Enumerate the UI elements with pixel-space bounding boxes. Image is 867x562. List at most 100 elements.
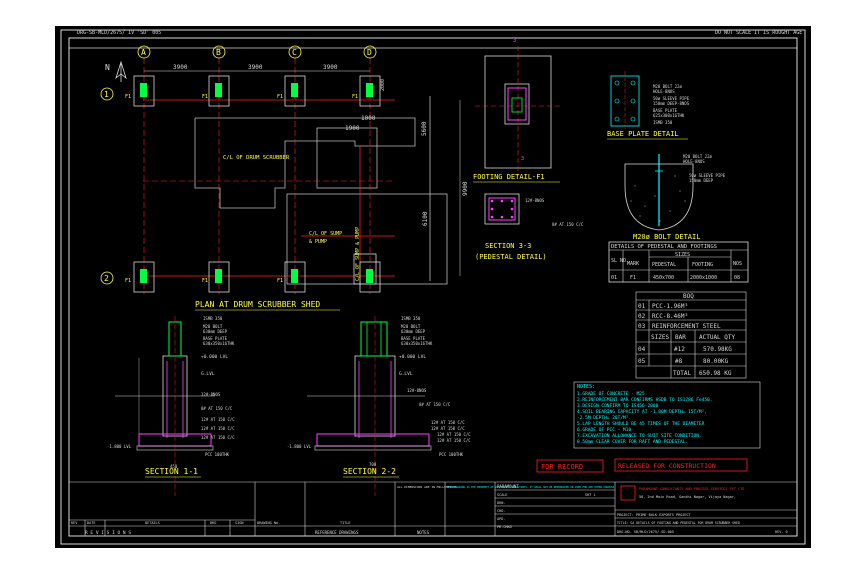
section-3-3: 12#-8NOS 8# AT 150 C/C SECTION 3-3 (PEDE… <box>475 193 584 261</box>
pedestal-h-footing: FOOTING <box>692 262 713 268</box>
s11-label: 8# AT 150 C/C <box>201 406 233 411</box>
tb-role: DRN. <box>497 501 505 505</box>
plan-view: A B C D 1 2 N F1 F1 F1 F1 F1 F1 F1 <box>100 45 469 311</box>
boq-cell: 02 <box>638 313 646 320</box>
s22-label: 12# AT 150 C/C <box>437 432 471 437</box>
boq-cell: 03 <box>638 323 646 330</box>
pedestal-h-mark: MARK <box>627 261 639 267</box>
pedestal-cell: F1 <box>630 275 636 281</box>
boq-total-label: TOTAL <box>673 370 691 377</box>
footing-tag: F1 <box>125 278 131 284</box>
label-sump-vertical: C/L OF SUMP & PUMP <box>355 227 361 281</box>
boq-cell: #12 <box>674 346 685 353</box>
bp-label: 625x300x16THK <box>653 113 685 118</box>
s11-label: M20 BOLT <box>203 324 223 329</box>
s11-label: 12# AT 150 C/C <box>201 435 235 440</box>
s11-label: 630mm DEEP <box>203 329 228 334</box>
bolt-detail: M20 BOLT 22ø HOLE-8NOS 50ø SLEEVE PIPE 1… <box>624 154 726 243</box>
s22-label: 12#-8NOS <box>407 388 427 393</box>
tb-ref-col: DRAWING No. <box>257 521 280 525</box>
section-2-2-title: SECTION 2-2 <box>343 467 396 476</box>
s22-label: 12# AT 150 C/C <box>431 420 465 425</box>
tb-role: CHD. <box>497 509 505 513</box>
dim-5600: 5600 <box>421 121 428 136</box>
tb-warning: THIS DRAWING IS THE PROPERTY OF PARAMOUN… <box>447 485 616 489</box>
cad-drawing-viewport[interactable]: DRG-SB-MLD/2675/ IV 'SD' 005 DO NOT SCAL… <box>55 26 811 548</box>
bolt-label: HOLE-8NOS <box>683 159 705 164</box>
tb-project: PROJECT: PRIME BULK EXPORTS PROJECT <box>617 513 692 517</box>
label-drum-scrubber: C/L OF DRUM SCRUBBER <box>223 155 290 161</box>
footing-tag: F1 <box>125 94 131 100</box>
tb-scale: SCALE <box>497 493 508 497</box>
sec33-subtitle: (PEDESTAL DETAIL) <box>475 253 547 261</box>
note-line: 7.EXCAVATION ALLOWANCE TO SUIT SITE COND… <box>577 433 702 439</box>
bp-label: BASE PLATE <box>653 108 678 113</box>
stamp-construction-text: RELEASED FOR CONSTRUCTION <box>618 462 716 470</box>
boq-total-value: 650.98 KG <box>699 370 732 377</box>
tb-owner: PARAMOUNT <box>497 484 519 489</box>
footing-tag: F1 <box>202 278 208 284</box>
sec33-bars: 12#-8NOS <box>525 198 545 203</box>
bolt-detail-title: M20ø BOLT DETAIL <box>633 233 700 241</box>
section-1-1: ISMB 350 M20 BOLT 630mm DEEP BASE PLATE … <box>107 316 235 496</box>
bolt-label: 150mm DEEP <box>689 178 714 183</box>
north-arrow-icon <box>115 60 127 82</box>
boq-cell: 80.00KG <box>703 358 729 365</box>
s11-label: 12#-8NOS <box>201 392 221 397</box>
boq-subheader: SIZES <box>651 334 669 341</box>
grid-a: A <box>141 48 146 57</box>
s22-dim: 700 <box>369 462 377 467</box>
bolt-label: M20 BOLT 22ø <box>683 154 712 159</box>
s11-label: G.LVL <box>201 371 215 377</box>
boq-cell: 570.98KG <box>703 346 732 353</box>
header-left: DRG-SB-MLD/2675/ IV 'SD' 005 <box>77 30 161 36</box>
boq-subheader: BAR <box>675 334 686 341</box>
tb-rev: REV. 0 <box>775 530 788 534</box>
s11-label: +0.000 LVL <box>201 354 228 360</box>
dim-1000: 1000 <box>361 115 376 122</box>
s22-label: M20 BOLT <box>401 324 421 329</box>
s11-level: -1.800 LVL <box>107 444 132 449</box>
note-line: 6.GRADE OF PCC - M10 <box>577 427 631 433</box>
section-2-2: ISMB 350 M20 BOLT 630mm DEEP BASE PLATE … <box>287 316 471 496</box>
grid-b: B <box>216 48 221 57</box>
tb-client-note: ALL DIMENSIONS ARE IN MILLIMETERS <box>397 485 457 489</box>
s22-label: 12# AT 150 C/C <box>431 426 465 431</box>
note-line: -2.5M DEPTH= 20T/M². <box>577 415 631 421</box>
note-line: 4.SOIL BEARING CAPACITY AT -1.80M DEPTH=… <box>577 409 707 415</box>
dim-top: 3900 <box>248 64 263 71</box>
label-sump: C/L OF SUMP <box>309 231 342 237</box>
dim-top: 3900 <box>323 64 338 71</box>
grid-1: 1 <box>104 90 109 99</box>
sec33-ties: 8# AT 150 C/C <box>552 222 584 227</box>
dim-top: 3900 <box>173 64 188 71</box>
s22-label: PCC 100THK <box>439 452 464 457</box>
tb-rev-col: DRG <box>210 521 216 525</box>
footing-tag: F1 <box>202 94 208 100</box>
pedestal-table-title: DETAILS OF PEDESTAL AND FOOTINGS <box>611 244 717 250</box>
footing-detail: 3 3 FOOTING DETAIL-F1 <box>473 38 560 183</box>
notes-block: NOTES: 1.GRADE OF CONCRETE - M25 2.REINF… <box>573 381 761 449</box>
stamp-construction <box>614 458 748 472</box>
plan-title: PLAN AT DRUM SCRUBBER SHED <box>195 300 320 309</box>
footing-tag: F1 <box>277 278 283 284</box>
pedestal-cell: 450x700 <box>653 275 674 281</box>
stamp-record-text: FOR RECORD <box>541 463 583 471</box>
s22-label: 8# AT 150 C/C <box>419 402 451 407</box>
bp-label: ISMB 350 <box>653 120 673 125</box>
pedestal-cell: 2000x1000 <box>690 275 717 281</box>
tb-revisions: R E V I S I O N S <box>85 530 131 536</box>
note-line: 5.LAP LENGTH SHOULD BE 45 TIMES OF THE D… <box>577 421 705 427</box>
header-right: DO NOT SCALE IT IS ROUGHT AGE <box>715 30 802 36</box>
dim-1900: 1900 <box>345 125 360 132</box>
s11-label: PCC 100THK <box>205 452 230 457</box>
footing-tag: F1 <box>277 94 283 100</box>
bp-label: M20 BOLT 22ø <box>653 84 682 89</box>
s22-label: BASE PLATE <box>401 336 426 341</box>
footing-tag: F1 <box>352 94 358 100</box>
s22-label: 12# AT 150 C/C <box>437 438 471 443</box>
s11-label: 12# AT 150 C/C <box>201 417 235 422</box>
label-sump-pump: & PUMP <box>309 239 327 245</box>
tb-company: PARAMOUNT CONSULTANTS AND PROCESS SERVIC… <box>639 487 744 491</box>
section-1-1-title: SECTION 1-1 <box>145 467 198 476</box>
